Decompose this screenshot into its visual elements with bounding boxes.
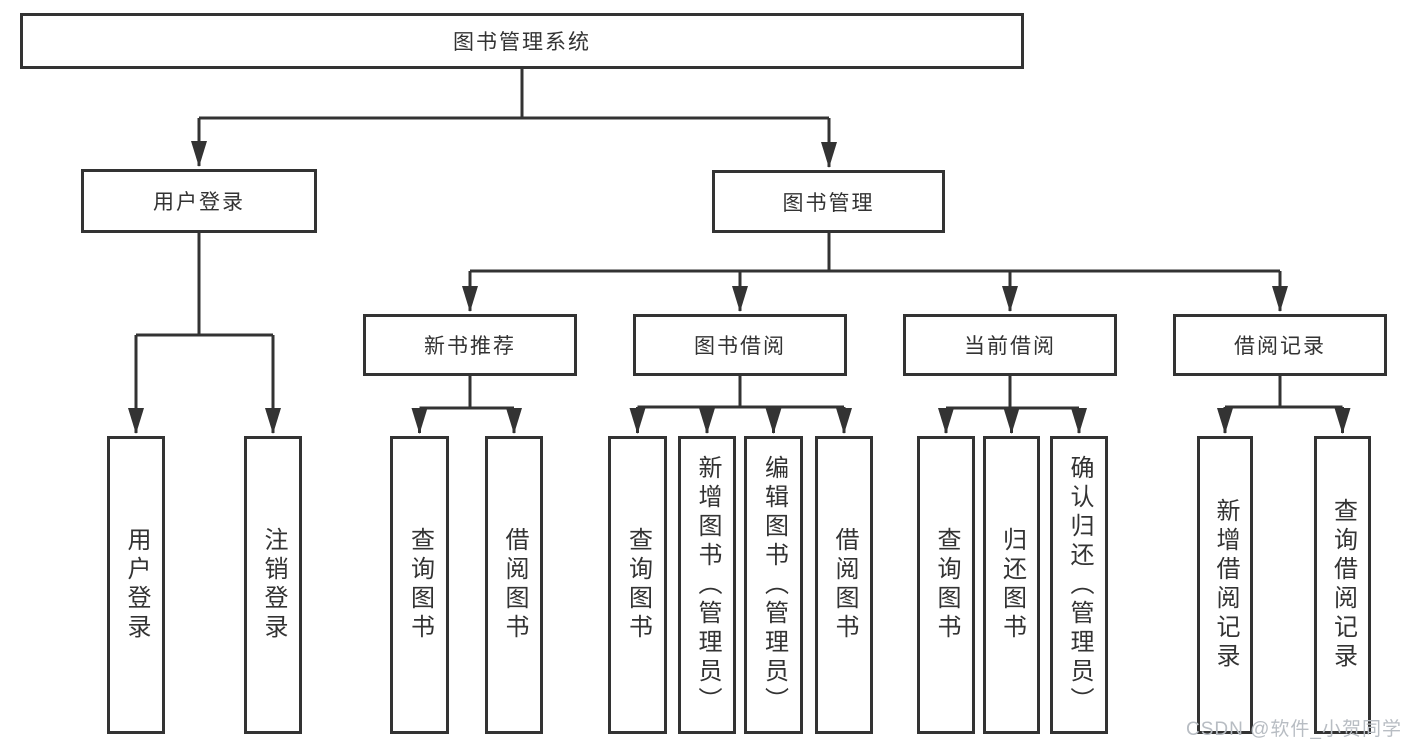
leaf-return-books-label: 归还图书 [998,527,1026,643]
csdn-watermark: CSDN @软件_小贺同学 [1186,719,1402,740]
leaf-query-books-borrow: 查询图书 [608,436,667,734]
leaf-borrow-books: 借阅图书 [815,436,873,734]
node-current-borrow: 当前借阅 [903,314,1117,376]
node-new-book-recommend-label: 新书推荐 [424,335,516,358]
leaf-borrow-books-recommend: 借阅图书 [485,436,543,734]
node-borrow-records-label: 借阅记录 [1234,335,1326,358]
leaf-borrow-books-label: 借阅图书 [831,527,858,643]
leaf-edit-books-admin: 编辑图书（管理员） [744,436,803,734]
node-root-system: 图书管理系统 [20,13,1024,69]
leaf-query-books-recommend: 查询图书 [390,436,449,734]
node-borrow-records: 借阅记录 [1173,314,1387,376]
node-book-borrow: 图书借阅 [633,314,847,376]
leaf-add-borrow-record-label: 新增借阅记录 [1212,498,1239,672]
leaf-logout: 注销登录 [244,436,302,734]
leaf-user-login: 用户登录 [107,436,165,734]
leaf-query-books-borrow-label: 查询图书 [624,527,652,643]
leaf-return-books: 归还图书 [983,436,1040,734]
node-book-management: 图书管理 [712,170,945,233]
leaf-logout-label: 注销登录 [260,527,287,643]
leaf-query-borrow-record-label: 查询借阅记录 [1329,498,1357,672]
leaf-borrow-books-recommend-label: 借阅图书 [501,527,528,643]
leaf-query-borrow-record: 查询借阅记录 [1314,436,1371,734]
leaf-query-books-recommend-label: 查询图书 [406,527,434,643]
leaf-confirm-return-admin: 确认归还（管理员） [1050,436,1108,734]
node-user-login-label: 用户登录 [153,191,245,214]
leaf-add-books-admin: 新增图书（管理员） [678,436,736,734]
leaf-query-books-current-label: 查询图书 [933,527,960,643]
node-current-borrow-label: 当前借阅 [964,335,1056,358]
leaf-confirm-return-admin-label: 确认归还（管理员） [1066,454,1093,716]
node-book-management-label: 图书管理 [782,191,875,215]
node-root-system-label: 图书管理系统 [453,31,591,54]
leaf-add-books-admin-label: 新增图书（管理员） [694,454,721,716]
node-new-book-recommend: 新书推荐 [363,314,577,376]
leaf-query-books-current: 查询图书 [917,436,975,734]
node-book-borrow-label: 图书借阅 [694,335,786,358]
leaf-add-borrow-record: 新增借阅记录 [1197,436,1253,734]
leaf-edit-books-admin-label: 编辑图书（管理员） [760,454,788,716]
leaf-user-login-label: 用户登录 [123,527,150,643]
node-user-login: 用户登录 [81,169,317,233]
